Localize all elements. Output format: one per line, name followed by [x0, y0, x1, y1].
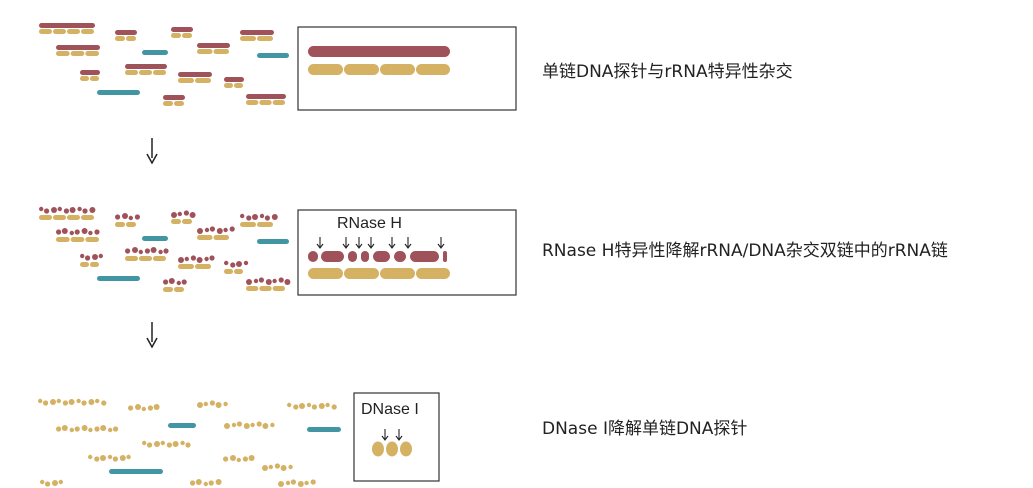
probe	[97, 276, 140, 281]
fragment	[171, 27, 193, 38]
step1-dna-strand	[308, 64, 450, 75]
fragment	[56, 425, 119, 433]
fragment	[38, 398, 107, 406]
probe	[257, 53, 289, 58]
fragment	[163, 95, 185, 106]
step1-fragments	[39, 23, 289, 106]
fragment	[125, 247, 169, 261]
fragment	[142, 440, 191, 448]
fragment	[223, 455, 255, 463]
fragment	[224, 421, 275, 429]
step3-dna-pieces	[372, 441, 412, 457]
fragment	[128, 404, 160, 412]
probe	[109, 469, 163, 474]
fragment	[163, 278, 187, 292]
fragment	[115, 213, 140, 227]
step2-description: RNase H特异性降解rRNA/DNA杂交双链中的rRNA链	[542, 241, 948, 261]
probe	[142, 236, 168, 241]
fragment	[88, 454, 131, 462]
probe	[257, 239, 289, 244]
probe	[307, 427, 341, 432]
fragment	[240, 30, 274, 41]
step2-degraded-rna	[308, 251, 447, 262]
fragment	[240, 213, 278, 227]
fragment	[197, 43, 230, 54]
fragment	[278, 479, 316, 487]
fragment	[224, 260, 249, 274]
probe	[168, 423, 196, 428]
step2-fragments	[39, 206, 291, 292]
rnase-h-label: RNase H	[337, 215, 402, 232]
step2-zoom-box	[297, 209, 517, 296]
probe	[97, 90, 140, 95]
step2-dna-strand	[308, 268, 450, 279]
fragment	[224, 77, 244, 88]
fragment	[39, 23, 95, 34]
fragment	[40, 479, 63, 487]
fragment	[197, 400, 228, 408]
fragment	[56, 45, 100, 56]
probe	[142, 50, 168, 55]
down-arrow-1	[146, 138, 158, 165]
fragment	[246, 277, 291, 291]
fragment	[197, 226, 235, 240]
fragment	[56, 228, 100, 242]
step3-description: DNase I降解单链DNA探针	[542, 419, 748, 439]
fragment	[262, 463, 293, 471]
fragment	[125, 64, 167, 75]
down-arrow-2	[146, 322, 158, 349]
step1-zoom-box	[297, 26, 517, 111]
step3-zoom-box	[353, 392, 440, 482]
cleavage-arrows	[316, 237, 445, 249]
fragment	[80, 253, 104, 267]
fragment	[246, 94, 286, 105]
dnase-i-label: DNase I	[361, 401, 419, 418]
step3-fragments	[38, 398, 341, 487]
fragment	[178, 72, 212, 83]
fragment	[171, 210, 196, 224]
dnase-cleavage-arrows	[381, 429, 403, 441]
fragment	[39, 206, 96, 220]
fragment	[190, 479, 222, 487]
step1-rna-strand	[308, 46, 450, 57]
fragment	[80, 70, 100, 81]
fragment	[178, 255, 215, 269]
fragment	[115, 30, 137, 41]
fragment	[287, 402, 337, 410]
step1-description: 单链DNA探针与rRNA特异性杂交	[542, 62, 793, 82]
